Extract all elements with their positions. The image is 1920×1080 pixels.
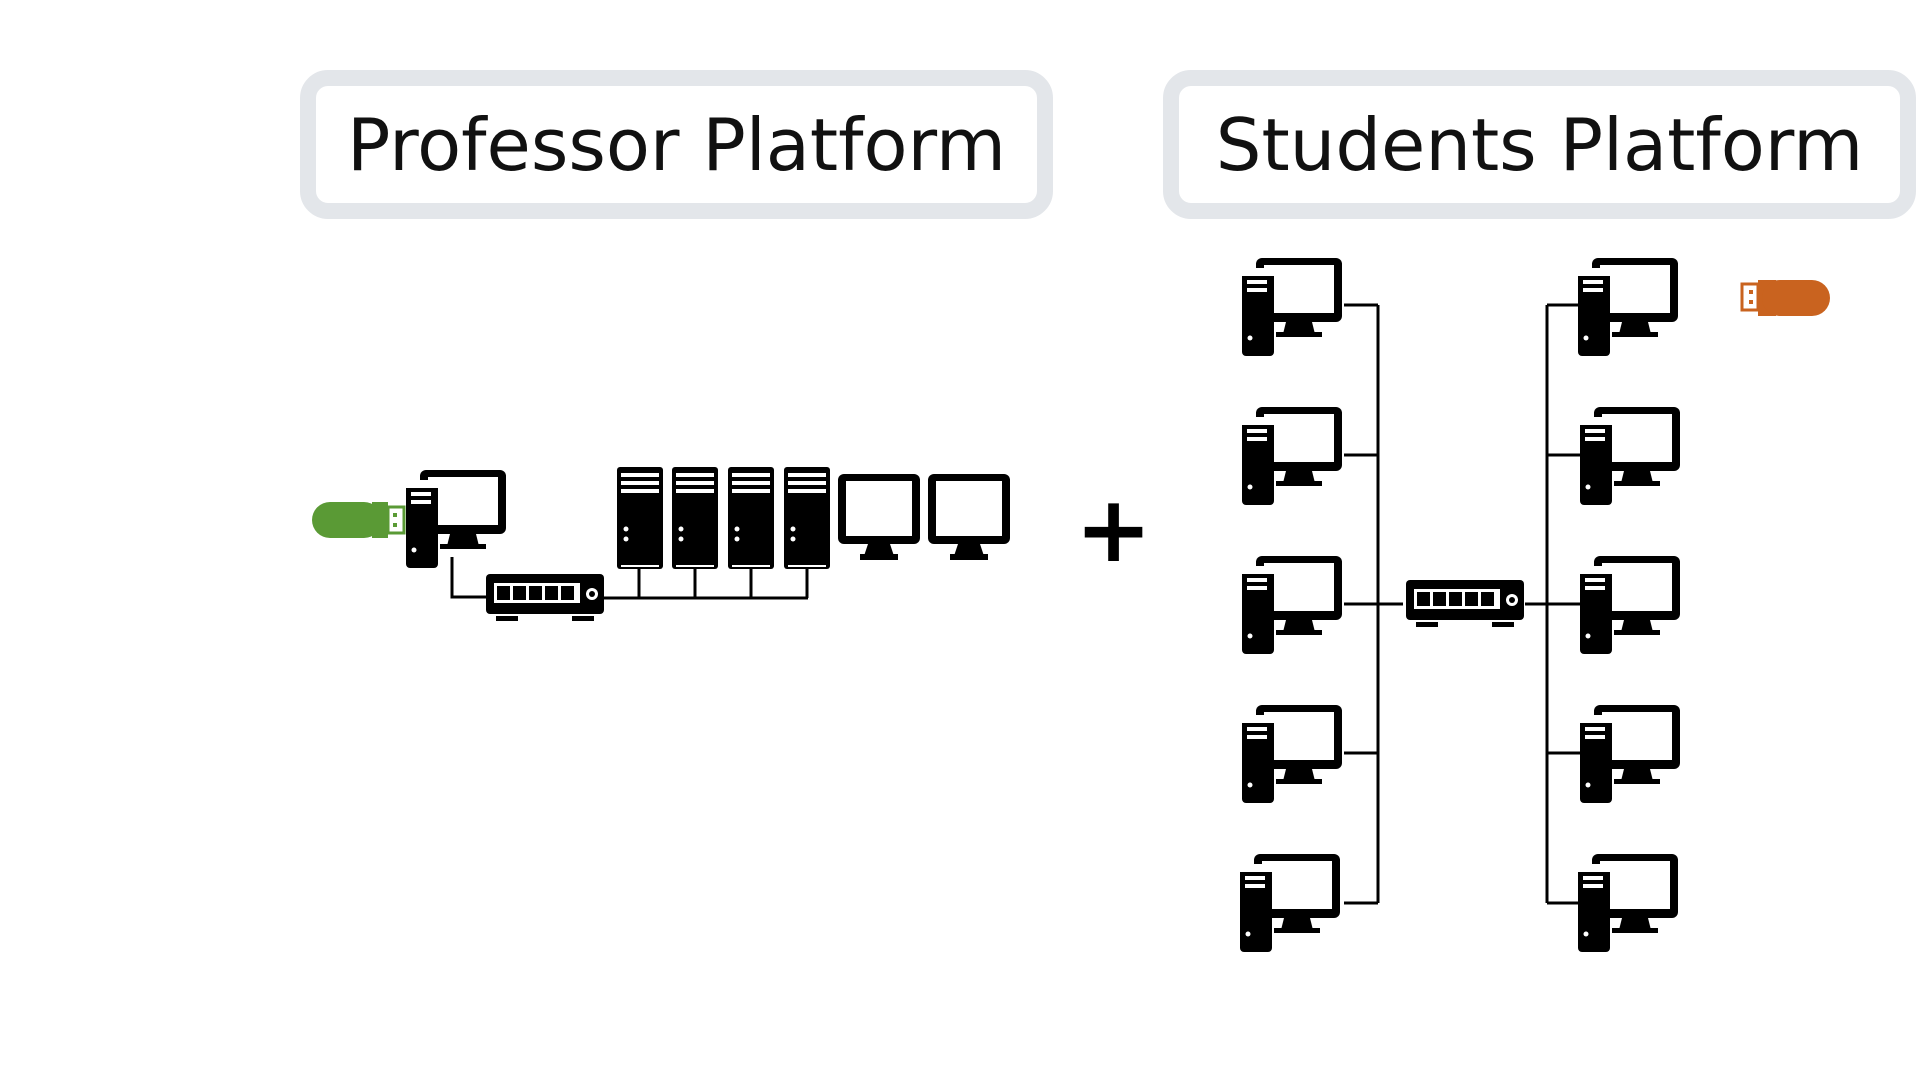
student-workstation-icon [1242,258,1342,356]
usb-drive-icon [1740,280,1830,316]
students-platform-label: Students Platform [1163,70,1916,219]
student-workstation-icon [1242,556,1342,654]
usb-drive-icon [312,502,406,538]
students-wiring [1344,303,1583,905]
student-workstation-icon [1578,258,1678,356]
students-platform-title: Students Platform [1215,102,1864,187]
student-workstation-icon [1242,705,1342,803]
monitor-icon [838,474,920,560]
plus-sign: + [1075,476,1153,583]
student-workstation-icon [1580,705,1680,803]
student-workstation-icon [1242,407,1342,505]
server-tower-icon [728,467,774,569]
professor-platform-title: Professor Platform [346,102,1007,187]
student-workstation-icon [1580,556,1680,654]
monitor-icon [928,474,1010,560]
professor-workstation-icon [406,470,506,568]
student-workstation-icon [1580,407,1680,505]
server-tower-icon [784,467,830,569]
server-tower-icon [672,467,718,569]
student-workstation-icon [1578,854,1678,952]
professor-platform-label: Professor Platform [300,70,1053,219]
professor-wiring [450,557,809,600]
students-network-switch-icon [1406,580,1524,627]
student-workstation-icon [1240,854,1340,952]
server-tower-icon [617,467,663,569]
professor-network-switch-icon [486,574,604,621]
